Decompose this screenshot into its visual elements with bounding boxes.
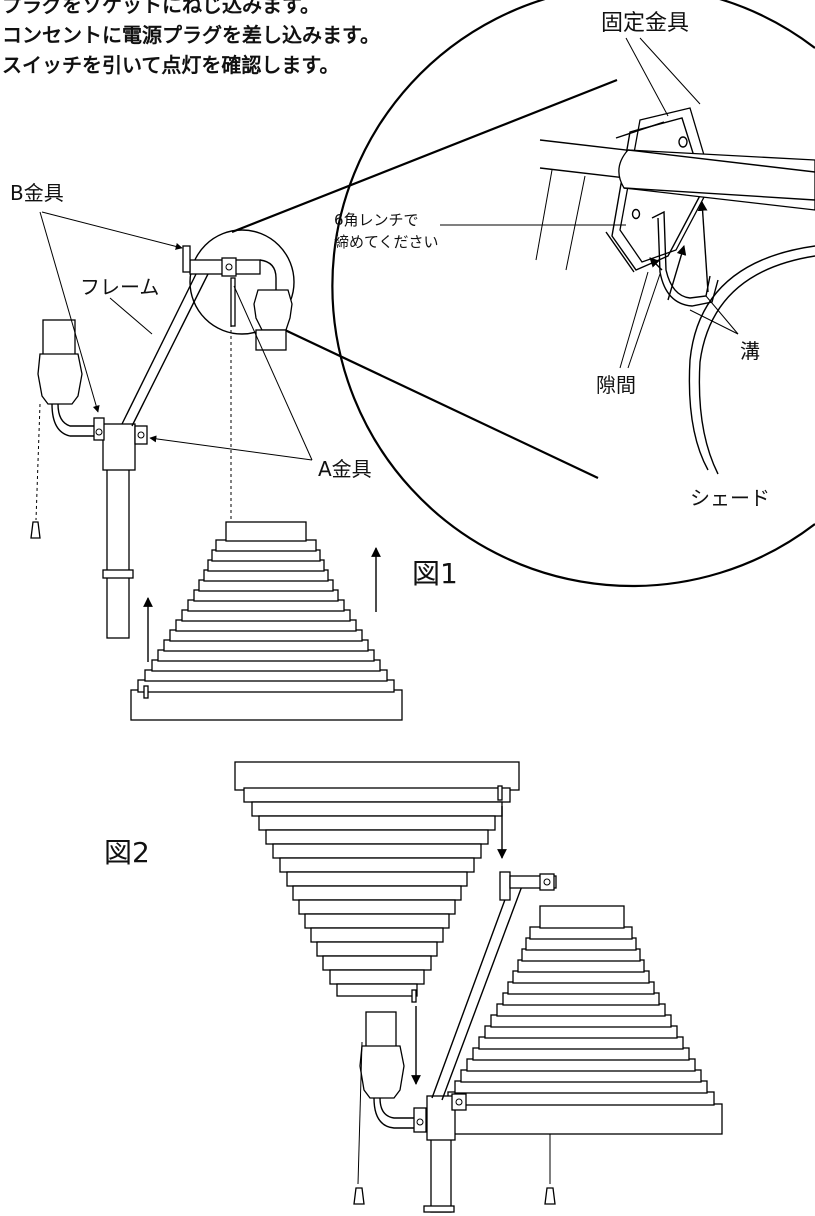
socket-left: [37, 353, 83, 405]
label-gap: 隙間: [596, 373, 636, 397]
b-bracket-top: [182, 245, 191, 273]
shade-fig1: [130, 521, 403, 721]
label-shade: シェード: [690, 486, 770, 510]
b-bracket-fig2-top: [499, 871, 511, 901]
label-a-bracket: A金具: [318, 457, 372, 481]
shade-fig2-mounted: [439, 905, 723, 1135]
instruction-line-3: スイッチを引いて点灯を確認します。: [2, 53, 339, 77]
label-fixing-bracket: 固定金具: [601, 11, 689, 36]
pull-switch-icon: [30, 521, 41, 539]
label-wrench-line-1: 6角レンチで: [334, 211, 419, 229]
instruction-text: プラグをソケットにねじ込みます。 コンセントに電源プラグを差し込みます。 スイッ…: [2, 0, 380, 77]
hex-screw-icon: [225, 263, 233, 271]
b-bracket-fig2-left: [413, 1107, 427, 1133]
label-b-bracket: B金具: [10, 181, 64, 205]
pull-switch-icon: [544, 1187, 556, 1205]
label-wrench-line-2: 締めてください: [334, 233, 439, 251]
figure-2: [234, 761, 723, 1213]
label-groove: 溝: [740, 339, 760, 363]
a-bracket-pole: [134, 425, 148, 445]
label-frame: フレーム: [80, 275, 159, 299]
detail-bracket: [535, 107, 815, 475]
instruction-line-2: コンセントに電源プラグを差し込みます。: [2, 23, 380, 47]
shade-fig2-inverted: [234, 761, 520, 1003]
hook-rod-top: [230, 277, 236, 327]
figure-2-label: 図2: [104, 836, 150, 869]
pull-switch-icon: [353, 1187, 365, 1205]
socket-top: [253, 289, 293, 331]
figure-1: [30, 211, 403, 721]
a-bracket-fig2: [451, 1093, 467, 1111]
detail-magnifier: [189, 0, 815, 588]
instruction-line-1: プラグをソケットにねじ込みます。: [2, 0, 320, 17]
a-bracket-top: [221, 257, 237, 277]
socket-fig2: [359, 1045, 405, 1099]
figure-1-label: 図1: [412, 557, 458, 590]
